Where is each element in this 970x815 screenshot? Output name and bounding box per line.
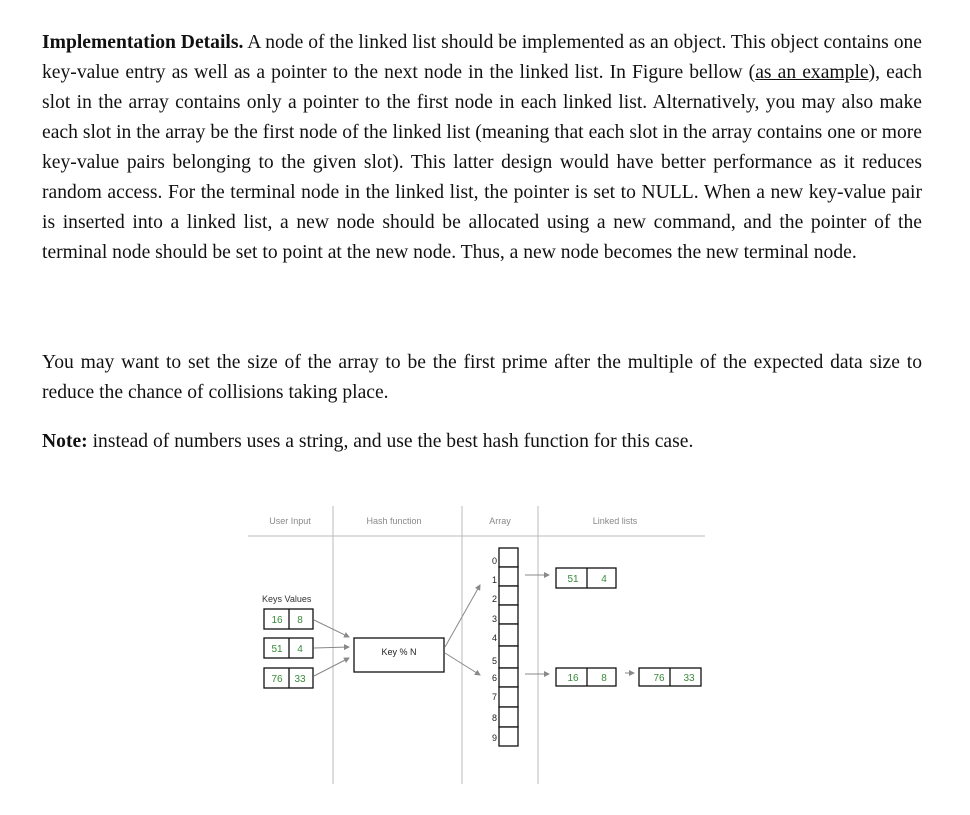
hash-table-figure: User Input Hash function Array Linked li… bbox=[248, 506, 705, 784]
implementation-details-paragraph: Implementation Details. A node of the li… bbox=[42, 28, 922, 268]
paragraph-text: A node of the linked list should be impl… bbox=[42, 32, 922, 83]
input-value: 33 bbox=[294, 674, 306, 685]
array-index: 1 bbox=[492, 575, 497, 585]
node-key: 16 bbox=[567, 673, 579, 684]
example-link: as an example bbox=[755, 62, 869, 83]
array-index: 7 bbox=[492, 692, 497, 702]
array-size-paragraph: You may want to set the size of the arra… bbox=[42, 352, 922, 403]
array-index: 4 bbox=[492, 633, 497, 643]
array-index: 2 bbox=[492, 594, 497, 604]
note-paragraph: Note: instead of numbers uses a string, … bbox=[42, 427, 922, 457]
note-text: instead of numbers uses a string, and us… bbox=[87, 431, 694, 452]
node-value: 8 bbox=[601, 673, 607, 684]
array-index: 6 bbox=[492, 673, 497, 683]
paragraph-text: ), each slot in the array contains only … bbox=[42, 62, 923, 263]
array-index: 5 bbox=[492, 656, 497, 666]
arrow-icon bbox=[313, 619, 350, 677]
hash-table-diagram: User Input Hash function Array Linked li… bbox=[240, 500, 720, 800]
linked-list-nodes bbox=[555, 567, 702, 687]
column-dividers bbox=[248, 506, 705, 784]
node-key: 76 bbox=[653, 673, 665, 684]
array-index: 8 bbox=[492, 713, 497, 723]
input-value: 8 bbox=[297, 615, 303, 626]
arrow-icon bbox=[444, 584, 481, 676]
node-value: 33 bbox=[683, 673, 695, 684]
node-key: 51 bbox=[567, 574, 579, 585]
column-header-user-input: User Input bbox=[269, 516, 311, 526]
column-header-linked-lists: Linked lists bbox=[593, 516, 638, 526]
node-value: 4 bbox=[601, 574, 607, 585]
keys-values-label: Keys Values bbox=[262, 594, 312, 604]
hash-function-box bbox=[353, 637, 445, 673]
array-index: 0 bbox=[492, 556, 497, 566]
input-value: 4 bbox=[297, 644, 303, 655]
paragraph-heading: Implementation Details. bbox=[42, 32, 244, 53]
arrow-icon bbox=[525, 572, 635, 677]
note-label: Note: bbox=[42, 431, 88, 452]
array-slots bbox=[498, 547, 519, 747]
hash-function-label: Key % N bbox=[381, 647, 416, 657]
input-key: 76 bbox=[271, 674, 283, 685]
column-header-hash-function: Hash function bbox=[366, 516, 421, 526]
column-header-array: Array bbox=[489, 516, 511, 526]
array-index: 3 bbox=[492, 614, 497, 624]
array-index: 9 bbox=[492, 733, 497, 743]
input-key: 51 bbox=[271, 644, 283, 655]
input-key: 16 bbox=[271, 615, 283, 626]
